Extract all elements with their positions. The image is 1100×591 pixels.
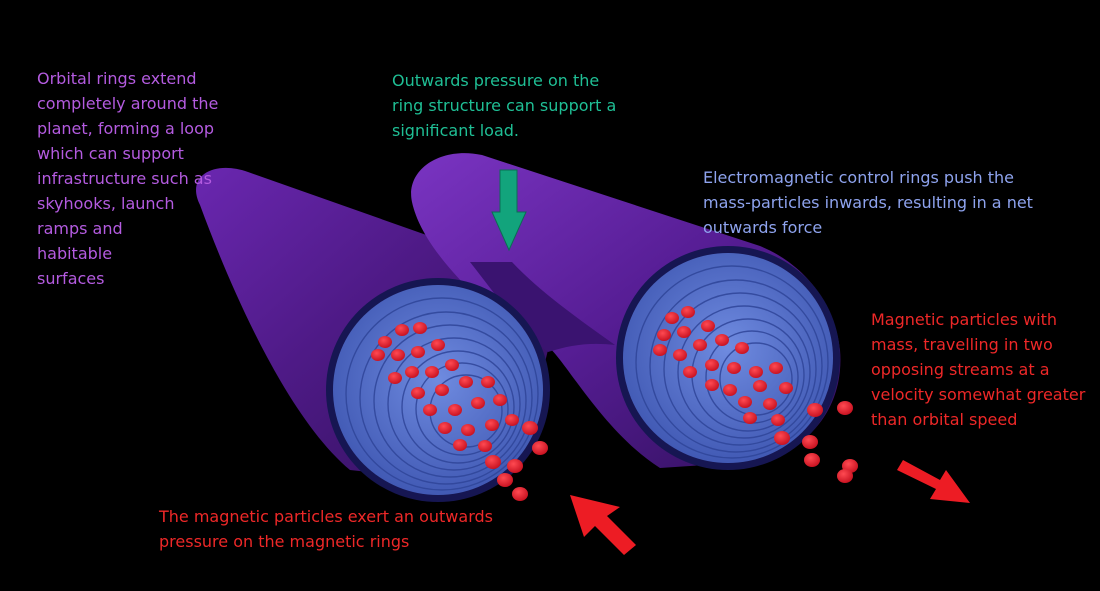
- label-line: Electromagnetic control rings push the: [703, 168, 1015, 187]
- label-line: surfaces: [37, 269, 105, 288]
- particle: [512, 487, 528, 501]
- particle: [705, 359, 719, 371]
- arrow-down-icon: [491, 169, 527, 252]
- right-bore: [616, 246, 840, 470]
- arrow-up-left-icon: [570, 495, 636, 555]
- particle: [715, 334, 729, 346]
- particle: [425, 366, 439, 378]
- particle: [657, 329, 671, 341]
- particle: [738, 396, 752, 408]
- particle: [705, 379, 719, 391]
- label-line: completely around the: [37, 94, 219, 113]
- particle: [735, 342, 749, 354]
- label-line: The magnetic particles exert an outwards: [159, 507, 493, 526]
- arrow-down-right-icon: [897, 460, 970, 503]
- particle: [522, 421, 538, 435]
- particle: [771, 414, 785, 426]
- particle: [532, 441, 548, 455]
- particle: [471, 397, 485, 409]
- particle: [665, 312, 679, 324]
- label-line: Orbital rings extend: [37, 69, 197, 88]
- right-particle-stream: [653, 306, 858, 483]
- particle: [395, 324, 409, 336]
- particles-exert-label: The magnetic particles exert an outwards…: [159, 504, 493, 554]
- particle: [673, 349, 687, 361]
- label-line: ring structure can support a: [392, 96, 617, 115]
- particle: [485, 419, 499, 431]
- label-line: infrastructure such as: [37, 169, 212, 188]
- particle: [727, 362, 741, 374]
- particle: [435, 384, 449, 396]
- label-line: opposing streams at a: [871, 360, 1050, 379]
- magnetic-particles-label: Magnetic particles with mass, travelling…: [871, 307, 1085, 432]
- particle: [681, 306, 695, 318]
- particle: [804, 453, 820, 467]
- particle: [411, 387, 425, 399]
- particle: [507, 459, 523, 473]
- outwards-pressure-label: Outwards pressure on the ring structure …: [392, 68, 616, 143]
- particle: [743, 412, 757, 424]
- particle: [459, 376, 473, 388]
- particle: [405, 366, 419, 378]
- particle: [453, 439, 467, 451]
- particle: [438, 422, 452, 434]
- tube-saddle: [470, 262, 615, 352]
- particle: [445, 359, 459, 371]
- particle: [837, 401, 853, 415]
- label-line: Outwards pressure on the: [392, 71, 600, 90]
- particle: [478, 440, 492, 452]
- particle: [485, 455, 501, 469]
- particle: [753, 380, 767, 392]
- particle: [411, 346, 425, 358]
- particle: [807, 403, 823, 417]
- label-line: ramps and: [37, 219, 123, 238]
- particle: [481, 376, 495, 388]
- particle: [461, 424, 475, 436]
- label-line: velocity somewhat greater: [871, 385, 1086, 404]
- left-particle-stream: [371, 322, 548, 501]
- particle: [653, 344, 667, 356]
- label-line: than orbital speed: [871, 410, 1018, 429]
- particle: [837, 469, 853, 483]
- particle: [497, 473, 513, 487]
- particle: [378, 336, 392, 348]
- label-line: mass, travelling in two: [871, 335, 1053, 354]
- particle: [677, 326, 691, 338]
- particle: [749, 366, 763, 378]
- particle: [723, 384, 737, 396]
- label-line: significant load.: [392, 121, 519, 140]
- particle: [505, 414, 519, 426]
- particle: [371, 349, 385, 361]
- particle: [769, 362, 783, 374]
- particle: [391, 349, 405, 361]
- particle: [779, 382, 793, 394]
- label-line: habitable: [37, 244, 113, 263]
- label-line: pressure on the magnetic rings: [159, 532, 410, 551]
- electromagnetic-rings-label: Electromagnetic control rings push the m…: [703, 165, 1033, 240]
- particle: [774, 431, 790, 445]
- label-line: planet, forming a loop: [37, 119, 215, 138]
- particle: [448, 404, 462, 416]
- particle: [802, 435, 818, 449]
- particle: [493, 394, 507, 406]
- label-line: Magnetic particles with: [871, 310, 1058, 329]
- particle: [431, 339, 445, 351]
- label-line: which can support: [37, 144, 184, 163]
- particle: [763, 398, 777, 410]
- label-line: skyhooks, launch: [37, 194, 175, 213]
- particle: [388, 372, 402, 384]
- particle: [693, 339, 707, 351]
- particle: [683, 366, 697, 378]
- label-line: outwards force: [703, 218, 823, 237]
- particle: [423, 404, 437, 416]
- particle: [701, 320, 715, 332]
- label-line: mass-particles inwards, resulting in a n…: [703, 193, 1033, 212]
- particle: [413, 322, 427, 334]
- orbital-rings-label: Orbital rings extend completely around t…: [37, 66, 218, 291]
